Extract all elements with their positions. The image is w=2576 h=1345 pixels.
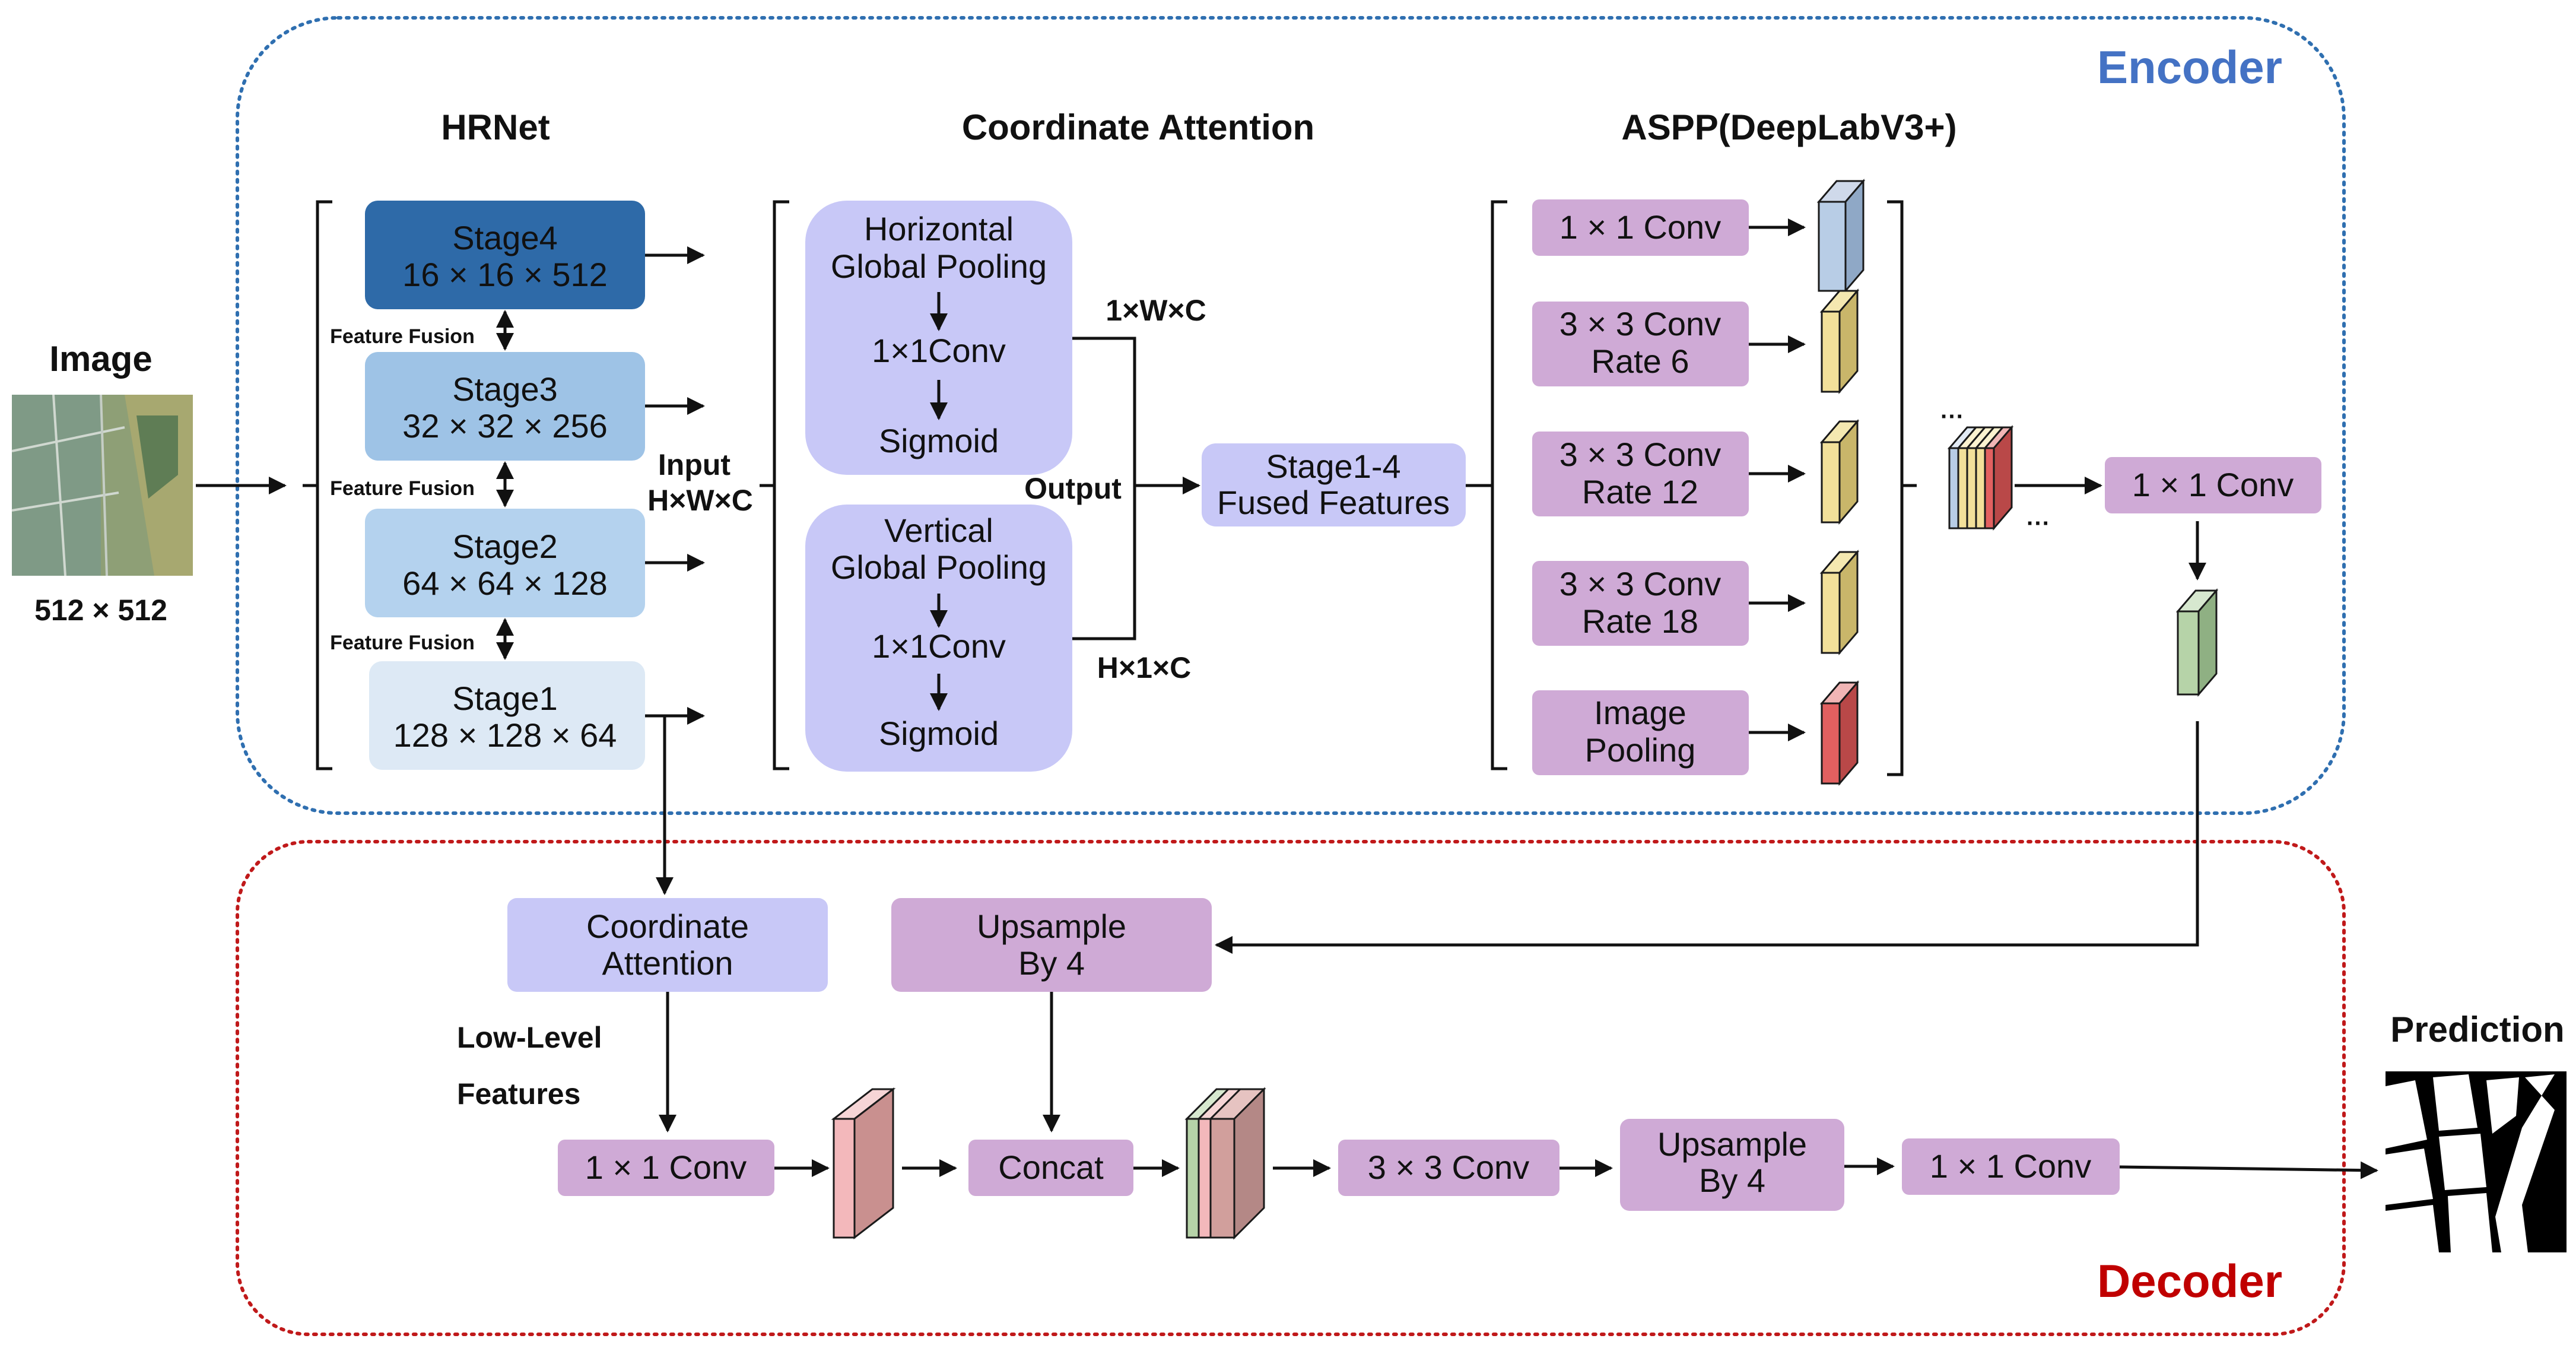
hrnet-bracket: [303, 200, 332, 770]
ca-bracket: [760, 200, 789, 770]
aspp-feature-block-4: [1819, 549, 1860, 656]
h-conv-label: 1×1Conv: [872, 332, 1006, 369]
aspp-branch-1x1-label: 1 × 1 Conv: [1559, 208, 1721, 246]
aspp-right-bracket: [1887, 200, 1917, 776]
decoder-conv3-label: 3 × 3 Conv: [1368, 1149, 1529, 1186]
horizontal-pooling-line1: Horizontal: [864, 210, 1014, 248]
aspp-feature-block-2: [1819, 288, 1860, 395]
aspp-branch-rate18-l2: Rate 18: [1582, 602, 1698, 640]
stage4-name: Stage4: [452, 219, 558, 256]
vertical-pooling-line1: Vertical: [884, 512, 993, 549]
aspp-concat-stack: [1947, 424, 2014, 531]
stage2-box: [365, 509, 645, 617]
encoder-label: Encoder: [2097, 41, 2282, 93]
aspp-title: ASPP(DeepLabV3+): [1621, 107, 1956, 147]
stage3-dims: 32 × 32 × 256: [402, 407, 608, 445]
aspp-branch-rate12-l2: Rate 12: [1582, 473, 1698, 510]
decoder-upsample1-line1: Upsample: [977, 908, 1126, 945]
decoder-coord-attention-box: [507, 898, 828, 992]
stage3-name: Stage3: [452, 370, 558, 408]
concat-feature-block: [1184, 1087, 1266, 1240]
aspp-dots-top: ···: [1940, 404, 1964, 430]
vertical-pooling-box: [805, 505, 1072, 772]
ca-h-out-label: 1×W×C: [1106, 294, 1206, 327]
stage3-box: [365, 352, 645, 461]
decoder-region: [236, 840, 2346, 1336]
stage1-name: Stage1: [452, 680, 558, 717]
prediction-mask-image: [2386, 1071, 2567, 1252]
decoder-upsample2-line2: By 4: [1699, 1162, 1765, 1199]
aspp-branch-rate6-l2: Rate 6: [1592, 342, 1689, 380]
vertical-pooling-line2: Global Pooling: [831, 548, 1047, 586]
stage4-dims: 16 × 16 × 512: [402, 256, 608, 293]
decoder-ca-line2: Attention: [602, 944, 733, 982]
decoder-final-conv-label: 1 × 1 Conv: [1930, 1147, 2091, 1185]
aspp-left-bracket: [1481, 200, 1507, 770]
hrnet-title: HRNet: [441, 107, 549, 147]
decoder-final-conv-box: [1902, 1138, 2120, 1195]
coord-attention-title: Coordinate Attention: [962, 107, 1314, 147]
decoder-upsample1-line2: By 4: [1018, 944, 1085, 982]
stage1-dims: 128 × 128 × 64: [393, 716, 617, 754]
aspp-branch-pooling-l1: Image: [1594, 694, 1686, 731]
fusion-label-2: Feature Fusion: [330, 477, 475, 500]
ca-input-label: Input: [658, 448, 731, 481]
fused-line1: Stage1-4: [1266, 448, 1400, 485]
decoder-concat-label: Concat: [998, 1149, 1104, 1186]
aspp-branch-rate18: [1532, 561, 1749, 646]
decoder-upsample2-box: [1620, 1119, 1844, 1211]
decoder-upsample2-line1: Upsample: [1657, 1125, 1807, 1163]
stage2-name: Stage2: [452, 528, 558, 565]
fused-line2: Fused Features: [1217, 484, 1450, 521]
decoder-conv1-label: 1 × 1 Conv: [585, 1149, 747, 1186]
fusion-label-1: Feature Fusion: [330, 325, 475, 348]
encoder-to-upsample-line: [1215, 721, 2199, 954]
h-sigmoid-label: Sigmoid: [879, 422, 999, 459]
aspp-post-conv-label: 1 × 1 Conv: [2132, 466, 2294, 503]
aspp-branch-rate12-l1: 3 × 3 Conv: [1559, 436, 1721, 473]
ca-merge-lines: [1072, 337, 1199, 640]
aspp-branch-rate6-l1: 3 × 3 Conv: [1559, 305, 1721, 342]
stage2-dims: 64 × 64 × 128: [402, 564, 608, 602]
stage1-box: [369, 661, 645, 770]
decoder-conv3-box: [1338, 1140, 1559, 1196]
decoder-ca-line1: Coordinate: [586, 908, 749, 945]
input-satellite-image: [11, 394, 193, 576]
encoder-region: [236, 16, 2346, 815]
decoder-conv1-box: [558, 1140, 774, 1196]
aspp-branch-pooling-l2: Pooling: [1585, 731, 1696, 769]
encoder-output-block: [2175, 588, 2219, 697]
v-sigmoid-label: Sigmoid: [879, 715, 999, 752]
decoder-concat-box: [968, 1140, 1133, 1196]
low-level-label-1: Low-Level: [457, 1021, 602, 1054]
stage4-box: [365, 201, 645, 309]
aspp-branch-rate18-l1: 3 × 3 Conv: [1559, 565, 1721, 602]
final-to-prediction-arrow: [2119, 1161, 2378, 1179]
ca-v-out-label: H×1×C: [1097, 651, 1191, 684]
horizontal-pooling-box: [805, 201, 1072, 475]
ca-input-dims: H×W×C: [647, 484, 753, 517]
decoder-upsample1-box: [891, 898, 1212, 992]
prediction-label: Prediction: [2390, 1010, 2564, 1049]
fused-features-box: [1202, 443, 1466, 526]
aspp-branch-pooling: [1532, 690, 1749, 775]
input-image-label: Image: [49, 339, 152, 379]
decoder-label: Decoder: [2097, 1255, 2282, 1307]
aspp-branch-1x1: [1532, 199, 1749, 256]
low-level-feature-block: [831, 1087, 896, 1240]
low-level-label-2: Features: [457, 1077, 580, 1111]
aspp-dots-bottom: ···: [2027, 510, 2050, 537]
aspp-branch-rate12: [1532, 432, 1749, 516]
aspp-feature-block-1: [1816, 178, 1866, 294]
aspp-feature-block-3: [1819, 418, 1860, 525]
aspp-branch-rate6: [1532, 302, 1749, 386]
input-image-size: 512 × 512: [34, 594, 167, 627]
horizontal-pooling-line2: Global Pooling: [831, 248, 1047, 285]
v-conv-label: 1×1Conv: [872, 627, 1006, 665]
fusion-label-3: Feature Fusion: [330, 632, 475, 654]
aspp-post-conv-box: [2105, 457, 2321, 513]
aspp-feature-block-5: [1819, 680, 1860, 786]
ca-output-label: Output: [1024, 472, 1122, 505]
